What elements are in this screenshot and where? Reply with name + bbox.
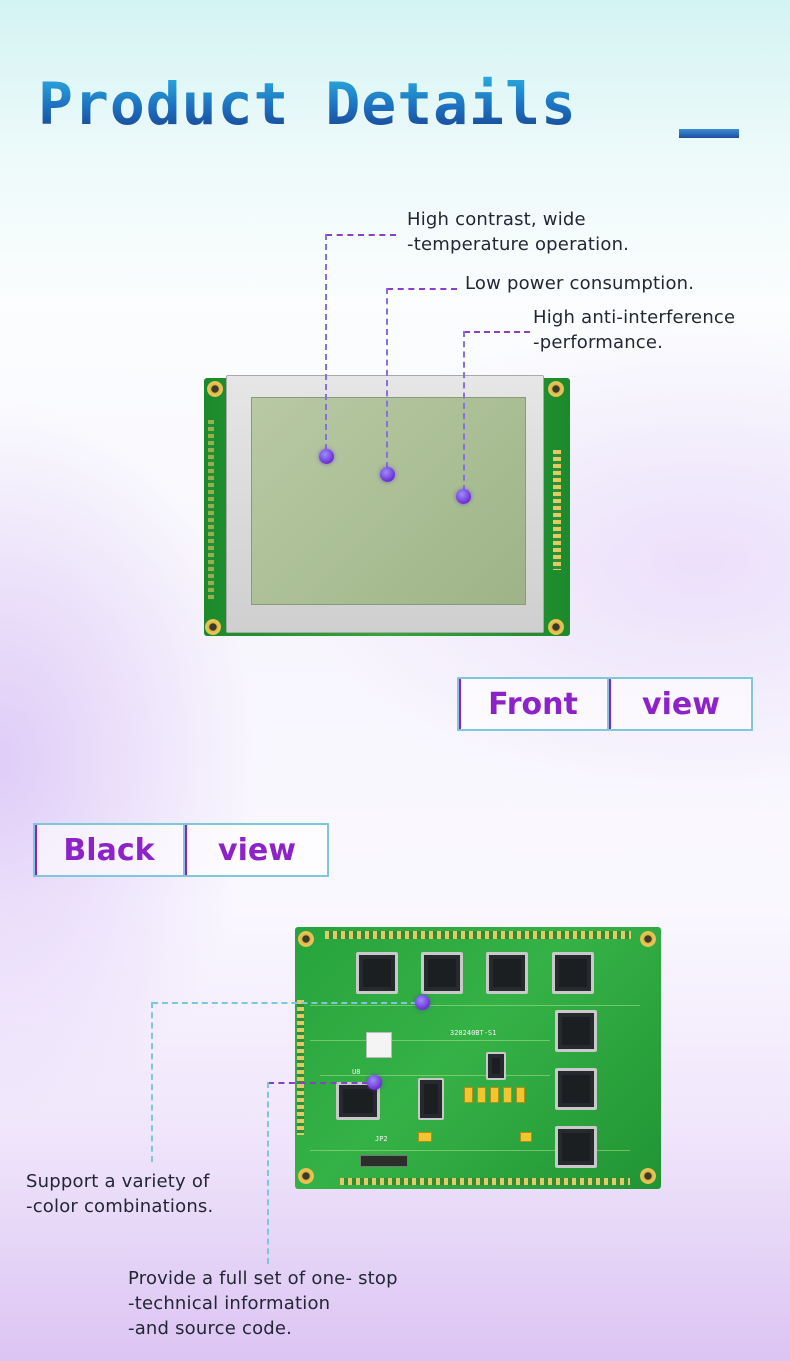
front-pin-header xyxy=(553,450,561,570)
back-view-word2: view xyxy=(185,825,327,875)
mount-hole-icon xyxy=(548,381,564,397)
capacitor xyxy=(464,1087,473,1103)
driver-chip xyxy=(555,1126,597,1168)
page-title: Product Details xyxy=(38,70,577,138)
mount-hole-icon xyxy=(298,931,314,947)
front-view-label: Front view xyxy=(457,677,753,731)
driver-chip xyxy=(555,1068,597,1110)
driver-chip xyxy=(486,952,528,994)
feature-power-text: Low power consumption. xyxy=(465,273,695,294)
capacitor xyxy=(477,1087,486,1103)
feature-support-text: Provide a full set of one- stop -technic… xyxy=(128,1268,398,1339)
pcb-jp2-label: JP2 xyxy=(375,1135,388,1143)
callout-dot-icon xyxy=(415,995,430,1010)
front-lcd-screen xyxy=(251,397,526,605)
back-view-word1: Black xyxy=(35,825,181,875)
mount-hole-icon xyxy=(298,1168,314,1184)
callout-line xyxy=(386,288,388,468)
callout-line xyxy=(268,1082,368,1084)
capacitor xyxy=(516,1087,525,1103)
driver-chip xyxy=(552,952,594,994)
callout-line xyxy=(267,1082,269,1264)
front-side-traces xyxy=(208,420,214,600)
callout-line xyxy=(387,288,457,290)
callout-dot-icon xyxy=(456,489,471,504)
feature-contrast-text: High contrast, wide -temperature operati… xyxy=(407,209,630,255)
connector-jp2 xyxy=(360,1155,408,1167)
feature-interference-text: High anti-interference -performance. xyxy=(533,307,736,353)
controller-chip xyxy=(336,1082,380,1120)
callout-line xyxy=(151,1002,153,1162)
pcb-u8-label: U8 xyxy=(352,1068,361,1076)
mount-hole-icon xyxy=(205,619,221,635)
callout-dot-icon xyxy=(380,467,395,482)
driver-chip xyxy=(356,952,398,994)
capacitor xyxy=(418,1132,432,1142)
capacitor xyxy=(503,1087,512,1103)
front-view-word2: view xyxy=(609,679,751,729)
feature-color-text: Support a variety of -color combinations… xyxy=(26,1171,214,1217)
mount-hole-icon xyxy=(640,1168,656,1184)
callout-line xyxy=(326,234,396,236)
callout-line xyxy=(325,234,327,450)
capacitor xyxy=(490,1087,499,1103)
callout-dot-icon xyxy=(367,1075,382,1090)
title-accent-bar xyxy=(679,129,739,138)
front-view-word1: Front xyxy=(459,679,605,729)
side-pin-header xyxy=(297,1000,304,1135)
memory-chip xyxy=(418,1078,444,1120)
bottom-gold-fingers xyxy=(340,1178,630,1185)
callout-dot-icon xyxy=(319,449,334,464)
driver-chip xyxy=(421,952,463,994)
mount-hole-icon xyxy=(207,381,223,397)
back-view-label: Black view xyxy=(33,823,329,877)
capacitor xyxy=(520,1132,532,1142)
mount-hole-icon xyxy=(640,931,656,947)
callout-line xyxy=(464,331,530,333)
small-chip xyxy=(486,1052,506,1080)
white-module xyxy=(366,1032,392,1058)
top-gold-fingers xyxy=(325,931,631,939)
callout-line xyxy=(463,331,465,491)
pcb-part-number: 320240BT-S1 xyxy=(450,1029,497,1037)
mount-hole-icon xyxy=(548,619,564,635)
driver-chip xyxy=(555,1010,597,1052)
callout-line xyxy=(152,1002,417,1004)
